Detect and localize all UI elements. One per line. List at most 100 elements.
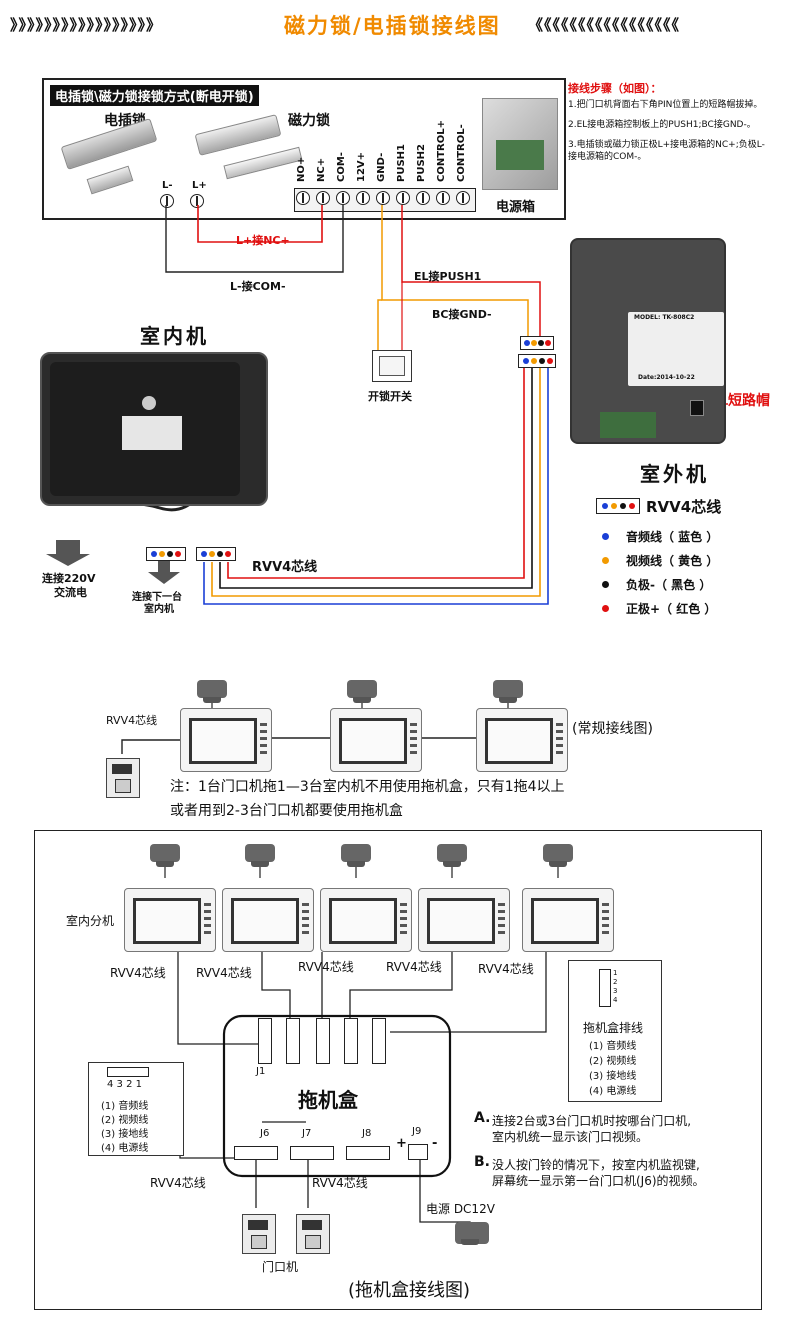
door-camera-icon — [296, 1214, 330, 1254]
steps-title: 接线步骤（如图）： — [568, 82, 662, 95]
left-wire-ground: (3) 接地线 — [101, 1129, 149, 1140]
j6-connector-icon — [234, 1146, 278, 1160]
legend-swatch-negative — [602, 581, 609, 588]
outdoor-label-model: MODEL: TK-808C2 — [634, 314, 695, 321]
right-wire-audio: (1) 音频线 — [589, 1041, 637, 1052]
indoor-unit-image — [40, 352, 268, 506]
header-left-decoration: 》》》》》》》》》》》》》》》》》 — [10, 16, 163, 34]
j1-connector-icon — [286, 1018, 300, 1064]
right-wire-video: (2) 视频线 — [589, 1056, 637, 1067]
terminal-screw-icon — [296, 191, 310, 205]
right-wire-ground: (3) 接地线 — [589, 1071, 637, 1082]
dragbox-caption: (拖机盒接线图) — [348, 1280, 471, 1301]
outdoor-label-date: Date:2014-10-22 — [638, 374, 695, 381]
dragbox-wiring-lines — [164, 862, 559, 1228]
dragbox-title: 拖机盒 — [298, 1088, 358, 1112]
outdoor-unit-image: MODEL: TK-808C2 Date:2014-10-22 — [570, 238, 726, 444]
j9-connector-icon — [408, 1144, 428, 1160]
header-right-decoration: 《《《《《《《《《《《《《《《《《 — [528, 16, 681, 34]
power-adapter-icon — [437, 844, 467, 867]
j7-rvv-label: RVV4芯线 — [312, 1176, 368, 1190]
left-pin-connector-icon — [107, 1067, 149, 1077]
j9-plus: + — [396, 1136, 407, 1151]
door-camera-icon — [242, 1214, 276, 1254]
power-adapter-icon — [543, 844, 573, 867]
indoor-monitor-icon — [222, 888, 314, 952]
terminal-screw-icon — [436, 191, 450, 205]
dragbox-rvv-label: RVV4芯线 — [386, 960, 442, 974]
legend-title: RVV4芯线 — [646, 498, 722, 516]
wire-label-lminus-com: L-接COM- — [230, 280, 286, 293]
dragbox-panel — [34, 830, 762, 1310]
indoor-monitor-icon — [180, 708, 272, 772]
terminal-screw-icon — [416, 191, 430, 205]
terminal-screw-icon — [356, 191, 370, 205]
legend-swatch-video — [602, 557, 609, 564]
power-adapter-icon — [341, 844, 371, 867]
j8-label: J8 — [362, 1128, 372, 1139]
note-a-line1: 连接2台或3台门口机时按哪台门口机, — [492, 1114, 692, 1128]
wire-label-lplus-nc: L+接NC+ — [236, 234, 290, 247]
page-title: 磁力锁/电插锁接线图 — [284, 14, 501, 38]
right-pin-1: 1 — [613, 969, 618, 977]
l-minus-terminal-icon — [160, 194, 174, 208]
right-pin-4: 4 — [613, 996, 618, 1004]
regular-note-2: 或者用到2-3台门口机都要使用拖机盒 — [170, 803, 403, 819]
door-unit-label: 门口机 — [262, 1260, 299, 1274]
regular-rvv-label: RVV4芯线 — [106, 714, 158, 727]
j9-label: J9 — [412, 1126, 422, 1137]
indoor-sub-label: 室内分机 — [66, 914, 115, 928]
right-pin-3: 3 — [613, 987, 618, 995]
dragbox-rvv-label: RVV4芯线 — [478, 962, 534, 976]
l-minus-label: L- — [162, 180, 173, 191]
indoor-rvv-label: RVV4芯线 — [252, 560, 318, 575]
indoor-unit-title: 室内机 — [140, 324, 209, 348]
j1-connector-icon — [372, 1018, 386, 1064]
power-box-board — [496, 140, 544, 170]
power-adapter-icon — [197, 680, 227, 703]
mag-lock-label: 磁力锁 — [288, 113, 330, 129]
right-row-box: 1 2 3 4 拖机盒排线 (1) 音频线 (2) 视频线 (3) 接地线 (4… — [568, 960, 662, 1102]
indoor-monitor-icon — [418, 888, 510, 952]
outdoor-connector-icon — [518, 354, 556, 368]
legend-item-audio: 音频线（ 蓝色 ） — [626, 530, 719, 544]
dragbox-rvv-label: RVV4芯线 — [196, 966, 252, 980]
indoor-monitor-icon — [476, 708, 568, 772]
legend-swatch-positive — [602, 605, 609, 612]
l-plus-terminal-icon — [190, 194, 204, 208]
left-wire-audio: (1) 音频线 — [101, 1101, 149, 1112]
indoor-connector-icon — [146, 547, 186, 561]
power-adapter-icon — [493, 680, 523, 703]
terminal-screw-icon — [316, 191, 330, 205]
left-pins-label: 4 3 2 1 — [107, 1079, 142, 1090]
terminal-screw-icon — [376, 191, 390, 205]
dragbox-rvv-label: RVV4芯线 — [298, 960, 354, 974]
left-pin-box: 4 3 2 1 (1) 音频线 (2) 视频线 (3) 接地线 (4) 电源线 — [88, 1062, 184, 1156]
connect-220v-label: 连接220V — [42, 572, 96, 585]
wire-label-el-push1: EL接PUSH1 — [414, 270, 482, 283]
left-wire-video: (2) 视频线 — [101, 1115, 149, 1126]
j6-label: J6 — [260, 1128, 270, 1139]
j1-connector-icon — [316, 1018, 330, 1064]
legend-connector-icon — [596, 498, 640, 514]
door-camera-icon — [106, 758, 140, 798]
j6-rvv-label: RVV4芯线 — [150, 1176, 206, 1190]
power-adapter-icon — [150, 844, 180, 867]
next-unit-label-2: 室内机 — [144, 604, 174, 615]
right-wire-power: (4) 电源线 — [589, 1086, 637, 1097]
terminal-screw-icon — [456, 191, 470, 205]
indoor-monitor-icon — [124, 888, 216, 952]
terminal-screw-icon — [336, 191, 350, 205]
j7-connector-icon — [290, 1146, 334, 1160]
terminal-screw-icon — [396, 191, 410, 205]
l-plus-label: L+ — [192, 180, 207, 191]
dragbox-rvv-label: RVV4芯线 — [110, 966, 166, 980]
unlock-switch-label: 开锁开关 — [368, 390, 412, 403]
ac-power-label: 交流电 — [54, 586, 87, 599]
note-b-line2: 屏幕统一显示第一台门口机(J6)的视频。 — [492, 1174, 705, 1188]
power-adapter-icon — [347, 680, 377, 703]
next-unit-label: 连接下一台 — [132, 592, 182, 603]
step-3-cont: 接电源箱的COM-。 — [568, 152, 647, 162]
wire-label-bc-gnd: BC接GND- — [432, 308, 492, 321]
indoor-monitor-icon — [330, 708, 422, 772]
